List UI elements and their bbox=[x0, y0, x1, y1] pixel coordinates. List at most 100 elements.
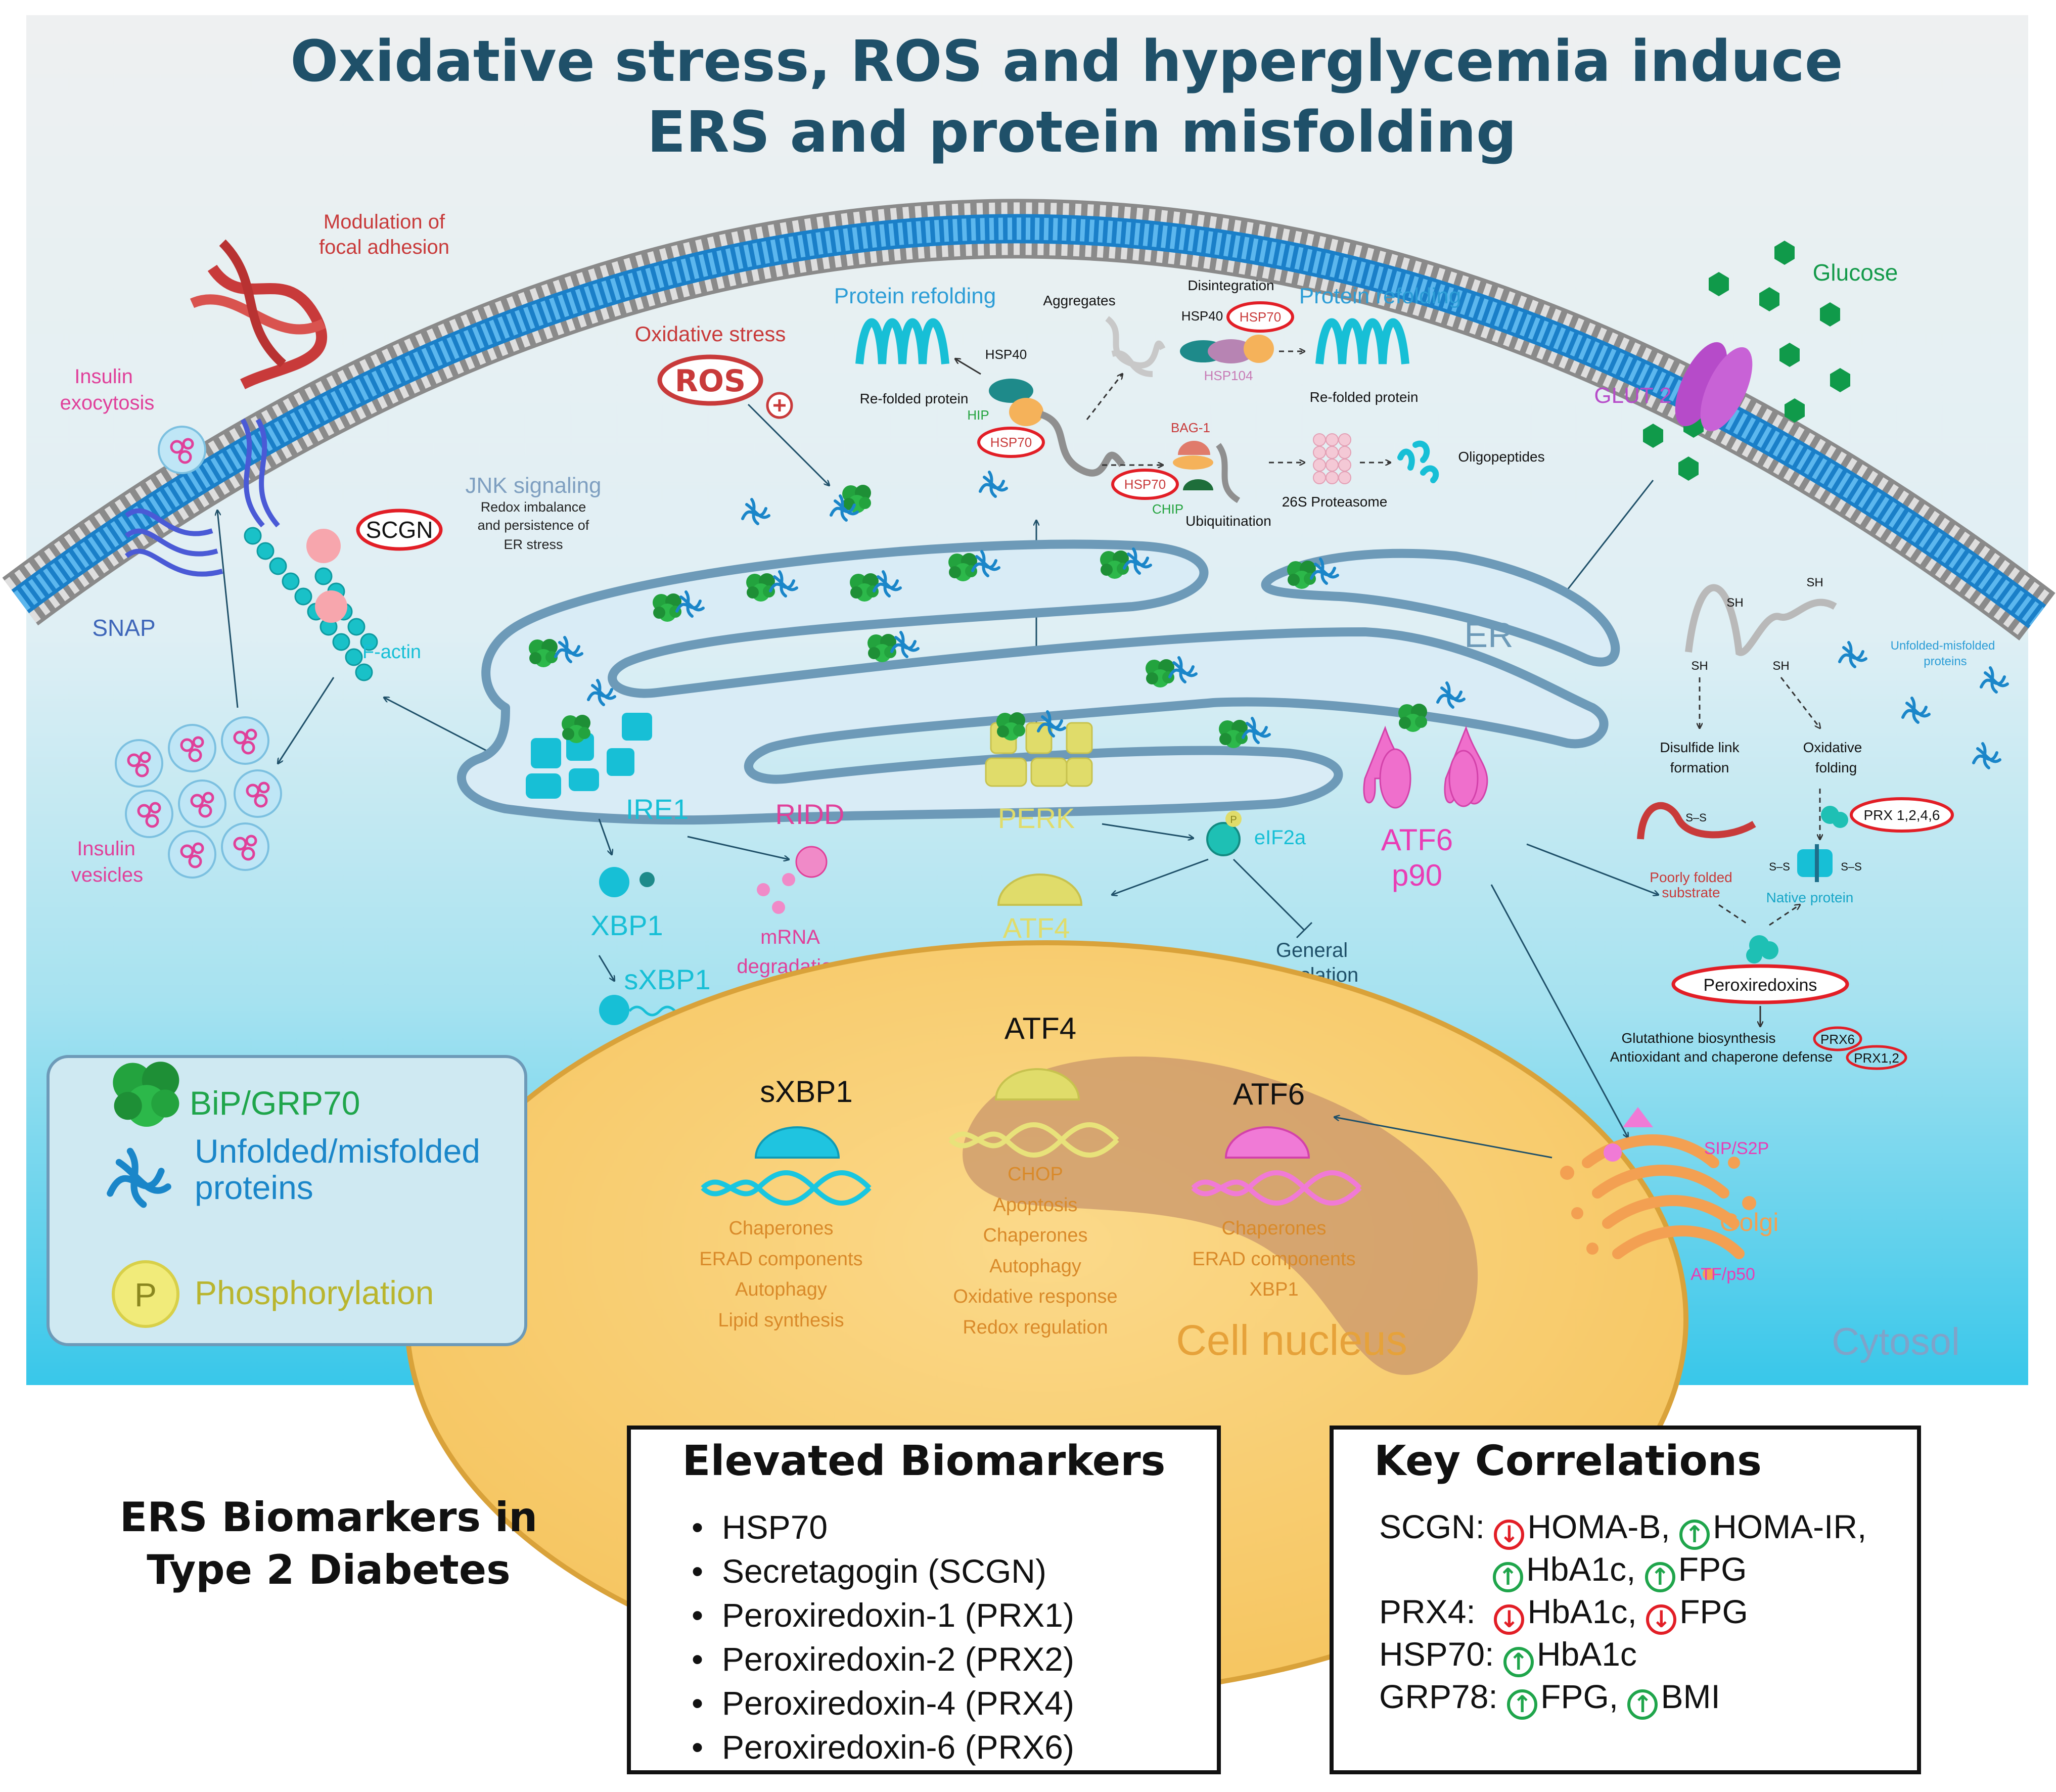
prx4-corr-label: PRX4: bbox=[1379, 1593, 1476, 1630]
arrow-atf6-to-golgi bbox=[1490, 884, 1628, 1137]
protein-refolding-left-label: Protein refolding bbox=[834, 284, 996, 308]
insulin-exocytosis-label-1: Insulin bbox=[74, 365, 133, 388]
legend-unfolded-label-1: Unfolded/misfolded bbox=[195, 1132, 480, 1170]
oligopeptides-icon bbox=[1397, 440, 1439, 483]
scgn-correlation-row-2: ↑HbA1c, ↑FPG bbox=[1493, 1548, 1747, 1592]
biomarkers-title: Elevated Biomarkers bbox=[682, 1437, 1166, 1485]
nucleus-sxbp1-icon bbox=[754, 1126, 840, 1159]
eif2a-icon bbox=[1206, 822, 1241, 856]
biomarker-item: Peroxiredoxin-1 (PRX1) bbox=[722, 1593, 1074, 1637]
hsp70-label-c: HSP70 bbox=[1124, 477, 1166, 492]
protein-refolding-right-label: Protein refolding bbox=[1299, 284, 1461, 308]
hsp40-icon bbox=[989, 379, 1033, 403]
er-label: ER bbox=[1464, 615, 1513, 655]
disulfide-label-2: formation bbox=[1670, 760, 1729, 775]
oxidative-folding-label-2: folding bbox=[1815, 760, 1857, 775]
insulin-exocytosis-label-2: exocytosis bbox=[60, 392, 155, 414]
eif2a-label: eIF2a bbox=[1254, 826, 1306, 849]
unfolded-small-label-1: Unfolded-misfolded bbox=[1891, 639, 1995, 653]
title-line-1: Oxidative stress, ROS and hyperglycemia … bbox=[290, 29, 1843, 95]
arrow-vesicles-to-exocytosis bbox=[217, 511, 239, 708]
up-arrow-icon: ↑ bbox=[1627, 1689, 1658, 1720]
f-actin-chain bbox=[244, 527, 378, 681]
ire1-receptor-icon bbox=[526, 713, 652, 799]
cell-nucleus-label: Cell nucleus bbox=[1176, 1316, 1407, 1364]
nucleus-atf4-label: ATF4 bbox=[1004, 1012, 1076, 1045]
jnk-label: JNK signaling bbox=[465, 473, 601, 498]
atf4-target-3: Autophagy bbox=[989, 1256, 1081, 1277]
xbp1-icon bbox=[599, 867, 629, 897]
dash-poorly-to-prx bbox=[1718, 904, 1750, 926]
sip-s2p-protease-icon bbox=[1604, 1107, 1653, 1162]
sh-label-2: SH bbox=[1806, 576, 1823, 589]
ss-label-2: S–S bbox=[1769, 860, 1790, 873]
eif2a-phospho-label: P bbox=[1230, 814, 1237, 825]
refolded-protein-right-icon bbox=[1315, 318, 1409, 364]
atf4-target-1: Apoptosis bbox=[993, 1194, 1078, 1216]
atf6-target-0: Chaperones bbox=[1221, 1218, 1326, 1239]
nucleus-sxbp1-label: sXBP1 bbox=[760, 1075, 852, 1109]
arrow-prx-to-native bbox=[1769, 905, 1800, 926]
mrna-fragments-icon bbox=[757, 873, 795, 914]
refolded-left-label: Re-folded protein bbox=[860, 391, 969, 406]
prx4-correlation-row: PRX4: ↓HbA1c, ↓FPG bbox=[1379, 1590, 1748, 1635]
ros-label: ROS bbox=[675, 363, 746, 399]
ros-badge bbox=[657, 354, 763, 406]
general-translation-label-1: General bbox=[1276, 939, 1348, 961]
arrow-glucose-to-er bbox=[1562, 480, 1654, 596]
hsp104-icon bbox=[1208, 339, 1254, 363]
up-arrow-icon: ↑ bbox=[1679, 1520, 1710, 1550]
key-correlations-panel: Key Correlations SCGN: ↓HOMA-B, ↑HOMA-IR… bbox=[1330, 1426, 1921, 1774]
grp78-corr-2: BMI bbox=[1661, 1678, 1720, 1715]
prx6-highlight bbox=[1813, 1026, 1862, 1051]
refolded-protein-left-icon bbox=[855, 318, 949, 364]
chip-icon bbox=[1183, 479, 1213, 490]
atf4-dna-icon bbox=[948, 1122, 1119, 1158]
atf4-cyto-icon bbox=[997, 874, 1083, 906]
inhibit-general-translation bbox=[1232, 858, 1305, 931]
biomarker-item: Peroxiredoxin-4 (PRX4) bbox=[722, 1681, 1074, 1725]
jnk-sub-1: Redox imbalance bbox=[481, 499, 586, 515]
inhibit-bar bbox=[1296, 922, 1313, 939]
hsp70-highlight-a bbox=[977, 427, 1045, 458]
poorly-folded-label-2: substrate bbox=[1662, 885, 1720, 900]
sxbp1-target-1: ERAD components bbox=[699, 1249, 862, 1270]
sxbp1-target-0: Chaperones bbox=[728, 1218, 833, 1239]
sxbp1-icon bbox=[599, 995, 629, 1025]
poorly-folded-label-1: Poorly folded bbox=[1650, 869, 1732, 885]
legend-box: BiP/GRP70 Unfolded/misfolded proteins P … bbox=[47, 1055, 527, 1346]
peroxiredoxins-highlight bbox=[1671, 964, 1849, 1004]
unfolded-small-label-2: proteins bbox=[1924, 655, 1967, 668]
perk-receptor-icon bbox=[985, 722, 1093, 787]
atf6-p90-label-1: ATF6 bbox=[1381, 823, 1453, 857]
exocytosis-vesicle bbox=[159, 427, 205, 473]
aggregates-label: Aggregates bbox=[1043, 293, 1115, 308]
bag1-label: BAG-1 bbox=[1171, 420, 1210, 435]
oligopeptides-label: Oligopeptides bbox=[1458, 449, 1544, 465]
hsp70-label-b: HSP70 bbox=[1240, 309, 1281, 325]
eif2a-phospho-icon bbox=[1225, 811, 1242, 827]
ire1-label: IRE1 bbox=[626, 793, 689, 825]
ubiquitination-label: Ubiquitination bbox=[1185, 513, 1271, 529]
hsp70-icon-b bbox=[1244, 335, 1274, 363]
peroxiredoxin-icon bbox=[1746, 935, 1778, 963]
arrow-golgi-to-nucleus bbox=[1335, 1117, 1552, 1159]
biomarkers-list: HSP70 Secretagogin (SCGN) Peroxiredoxin-… bbox=[722, 1505, 1074, 1769]
oxidative-stress-label: Oxidative stress bbox=[635, 322, 786, 346]
grp78-corr-1: FPG, bbox=[1540, 1678, 1619, 1715]
arrow-perk-to-eif2a bbox=[1102, 823, 1193, 838]
hsp70-highlight-b bbox=[1226, 301, 1294, 333]
atf6-p90-label-2: p90 bbox=[1392, 858, 1442, 892]
scgn-label: SCGN bbox=[366, 517, 433, 543]
refolded-right-label: Re-folded protein bbox=[1310, 389, 1419, 405]
ss-label-3: S–S bbox=[1841, 860, 1862, 873]
unfolded-chain-icon bbox=[1685, 584, 1837, 656]
misfolded-chain bbox=[1040, 411, 1125, 477]
arrow-factin-to-vesicles bbox=[278, 677, 335, 763]
arrow-to-refolded-left bbox=[955, 359, 981, 375]
scgn-corr-label: SCGN: bbox=[1379, 1508, 1485, 1545]
golgi-label: Golgi bbox=[1720, 1208, 1779, 1236]
legend-bip-label: BiP/GRP70 bbox=[190, 1084, 360, 1122]
atf6-receptor-icon bbox=[1363, 725, 1488, 809]
